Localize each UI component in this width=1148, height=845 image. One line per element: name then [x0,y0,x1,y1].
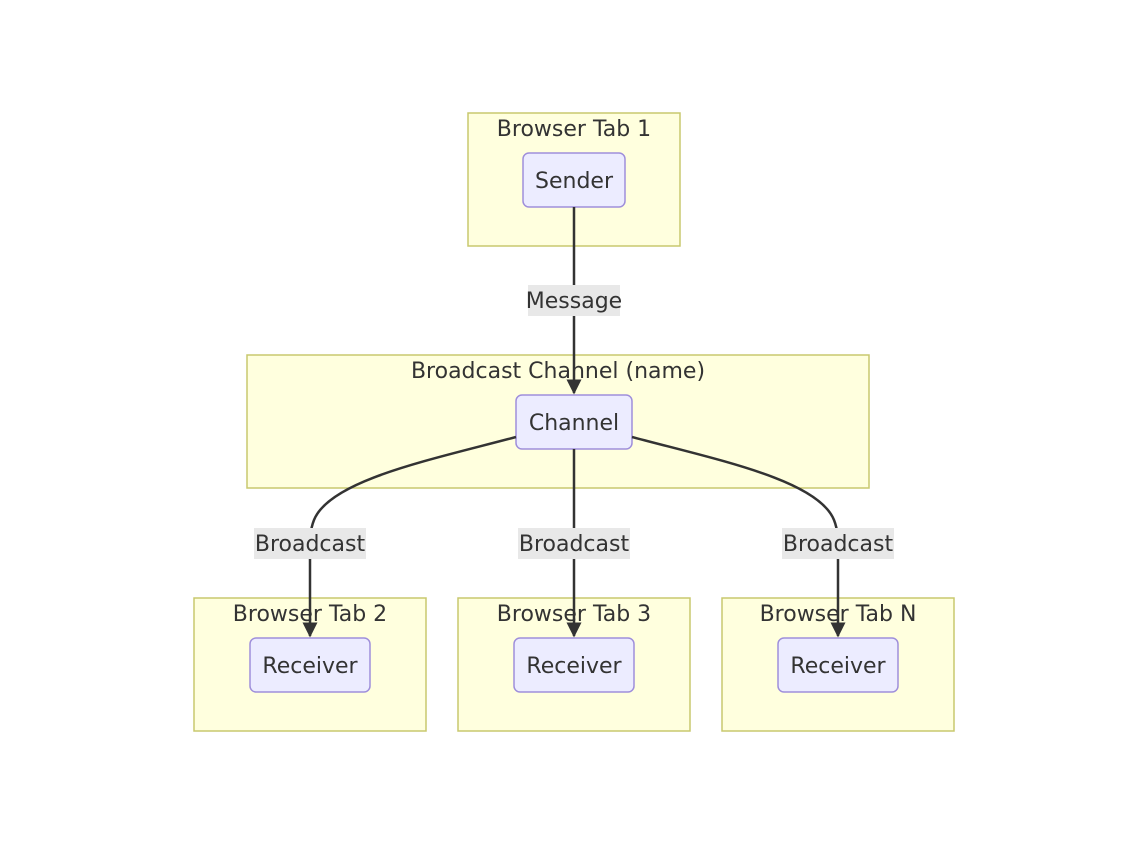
cluster-title-browser-tab-1: Browser Tab 1 [497,117,651,142]
edge-broadcast-right: Broadcast [631,435,894,638]
node-sender: Sender [522,152,626,208]
edge-broadcast-center: Broadcast [518,449,630,638]
node-label-channel: Channel [529,411,619,436]
edge-label-broadcast-left: Broadcast [255,532,366,557]
edge-message: Message [526,207,622,395]
node-receiver-tab-2: Receiver [249,637,371,693]
node-label-receiver-tab-3: Receiver [526,654,622,679]
edge-label-message: Message [526,289,622,314]
node-channel: Channel [515,394,633,450]
node-receiver-tab-n: Receiver [777,637,899,693]
cluster-title-broadcast-channel: Broadcast Channel (name) [411,359,705,384]
edge-broadcast-left: Broadcast [254,435,517,638]
edge-label-broadcast-center: Broadcast [519,532,630,557]
node-receiver-tab-3: Receiver [513,637,635,693]
node-label-sender: Sender [535,169,614,194]
edge-label-broadcast-right: Broadcast [783,532,894,557]
node-label-receiver-tab-n: Receiver [790,654,886,679]
node-label-receiver-tab-2: Receiver [262,654,358,679]
